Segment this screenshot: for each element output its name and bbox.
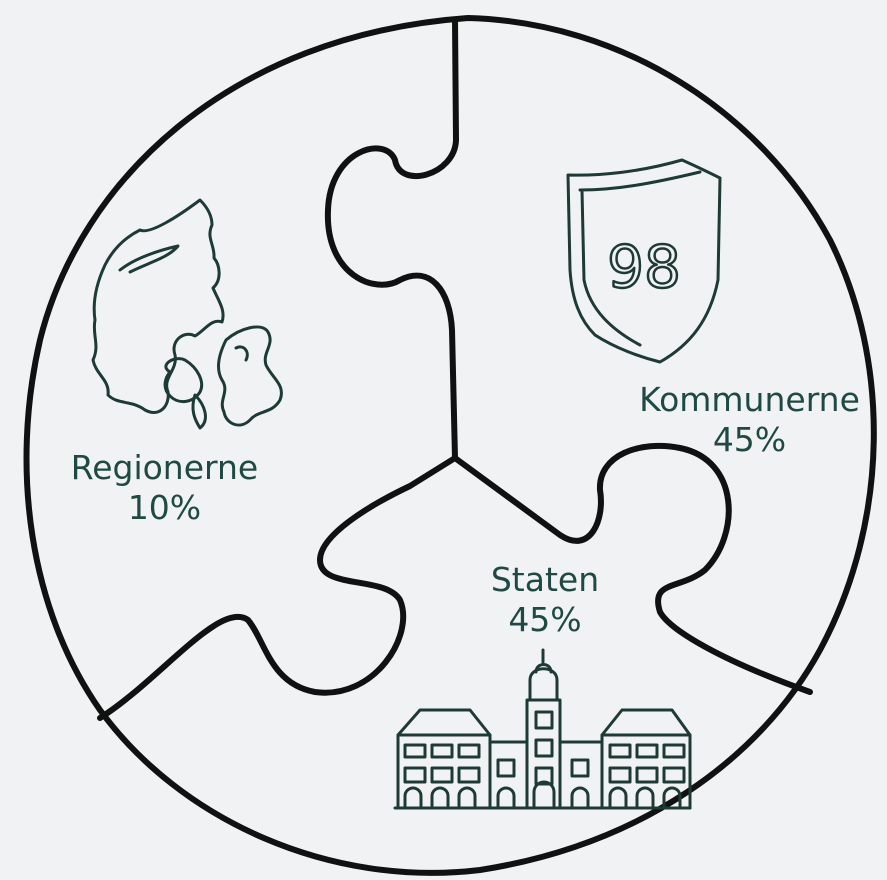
shield-number: 98 xyxy=(607,233,681,301)
segment-label-staten: Staten 45% xyxy=(450,560,640,640)
segment-name: Regionerne xyxy=(70,448,259,487)
segment-share: 10% xyxy=(127,488,202,527)
outer-circle xyxy=(23,15,877,876)
denmark-map-icon xyxy=(91,198,283,430)
segment-label-regionerne: Regionerne 10% xyxy=(42,448,287,528)
segment-share: 45% xyxy=(712,420,787,459)
divider-right xyxy=(452,442,813,695)
segment-name: Staten xyxy=(490,560,600,599)
divider-left xyxy=(97,455,458,721)
segment-share: 45% xyxy=(508,600,582,639)
segment-name: Kommunerne xyxy=(639,380,860,419)
divider-top xyxy=(324,17,459,461)
palace-icon xyxy=(393,648,692,810)
segment-label-kommunerne: Kommunerne 45% xyxy=(612,380,887,460)
shield-98-icon: 98 xyxy=(566,158,722,364)
